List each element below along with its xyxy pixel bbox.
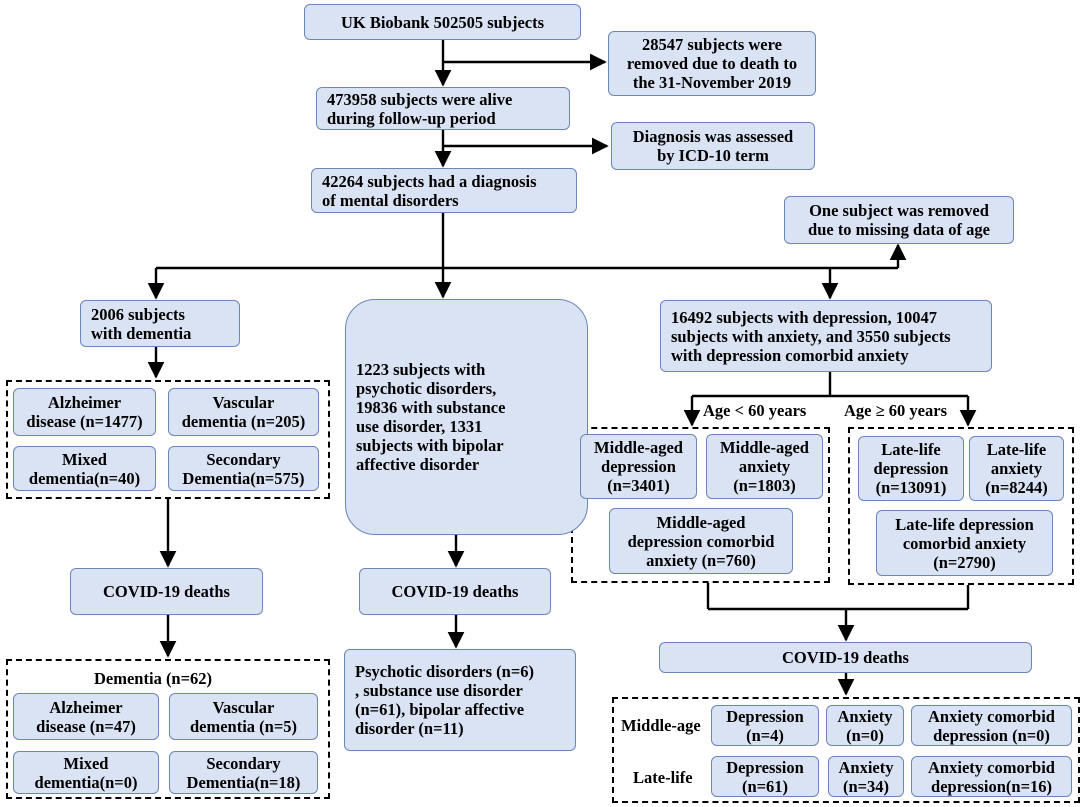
box-uk-biobank: UK Biobank 502505 subjects — [304, 4, 581, 40]
dementia-subtypes-group — [6, 380, 330, 499]
box-result-middle-comorbid: Anxiety comorbid depression (n=0) — [911, 705, 1072, 746]
box-psychotic-substance-bipolar: 1223 subjects with psychotic disorders, … — [345, 299, 588, 535]
box-diagnosis-icd: Diagnosis was assessed by ICD-10 term — [611, 122, 815, 170]
box-vascular: Vascular dementia (n=205) — [168, 388, 319, 436]
box-result-middle-anxiety: Anxiety (n=0) — [826, 705, 904, 746]
late-life-group — [848, 427, 1074, 585]
box-result-vascular: Vascular dementia (n=5) — [169, 693, 318, 740]
box-middle-aged-comorbid: Middle-aged depression comorbid anxiety … — [609, 508, 793, 574]
box-result-middle-depression: Depression (n=4) — [711, 705, 819, 746]
label-middle-age: Middle-age — [621, 716, 701, 735]
box-removed-death: 28547 subjects were removed due to death… — [608, 31, 816, 96]
box-middle-aged-depression: Middle-aged depression (n=3401) — [580, 434, 697, 499]
box-covid-deaths-dementia: COVID-19 deaths — [70, 568, 263, 615]
box-middle-aged-anxiety: Middle-aged anxiety (n=1803) — [706, 434, 823, 499]
box-result-secondary: Secondary Dementia(n=18) — [169, 751, 318, 794]
box-secondary: Secondary Dementia(n=575) — [168, 446, 319, 491]
box-removed-age: One subject was removed due to missing d… — [784, 196, 1014, 244]
box-result-late-comorbid: Anxiety comorbid depression(n=16) — [911, 756, 1072, 797]
box-late-life-anxiety: Late-life anxiety (n=8244) — [969, 436, 1064, 501]
box-mixed: Mixed dementia(n=40) — [13, 446, 156, 491]
box-late-life-depression: Late-life depression (n=13091) — [858, 436, 964, 501]
box-covid-deaths-psychotic: COVID-19 deaths — [359, 568, 551, 615]
box-dementia: 2006 subjects with dementia — [80, 300, 240, 347]
depression-deaths-group — [612, 697, 1080, 803]
box-result-psychotic: Psychotic disorders (n=6) , substance us… — [344, 649, 576, 751]
box-mental-disorders: 42264 subjects had a diagnosis of mental… — [311, 168, 577, 213]
box-covid-deaths-depression: COVID-19 deaths — [659, 642, 1032, 673]
box-result-alzheimer: Alzheimer disease (n=47) — [13, 693, 159, 740]
box-result-mixed: Mixed dementia(n=0) — [13, 751, 159, 794]
box-alive-follow-up: 473958 subjects were alive during follow… — [316, 87, 570, 130]
box-alzheimer: Alzheimer disease (n=1477) — [13, 388, 156, 436]
box-depression-anxiety: 16492 subjects with depression, 10047 su… — [660, 300, 992, 372]
box-result-late-depression: Depression (n=61) — [711, 756, 819, 797]
box-result-late-anxiety: Anxiety (n=34) — [828, 756, 904, 797]
box-late-life-comorbid: Late-life depression comorbid anxiety (n… — [876, 510, 1053, 576]
label-age-under-60: Age < 60 years — [703, 401, 807, 420]
dementia-deaths-group — [6, 659, 330, 799]
label-late-life: Late-life — [633, 768, 693, 787]
label-age-over-60: Age ≥ 60 years — [844, 401, 947, 420]
label-dementia-deaths: Dementia (n=62) — [94, 669, 213, 688]
